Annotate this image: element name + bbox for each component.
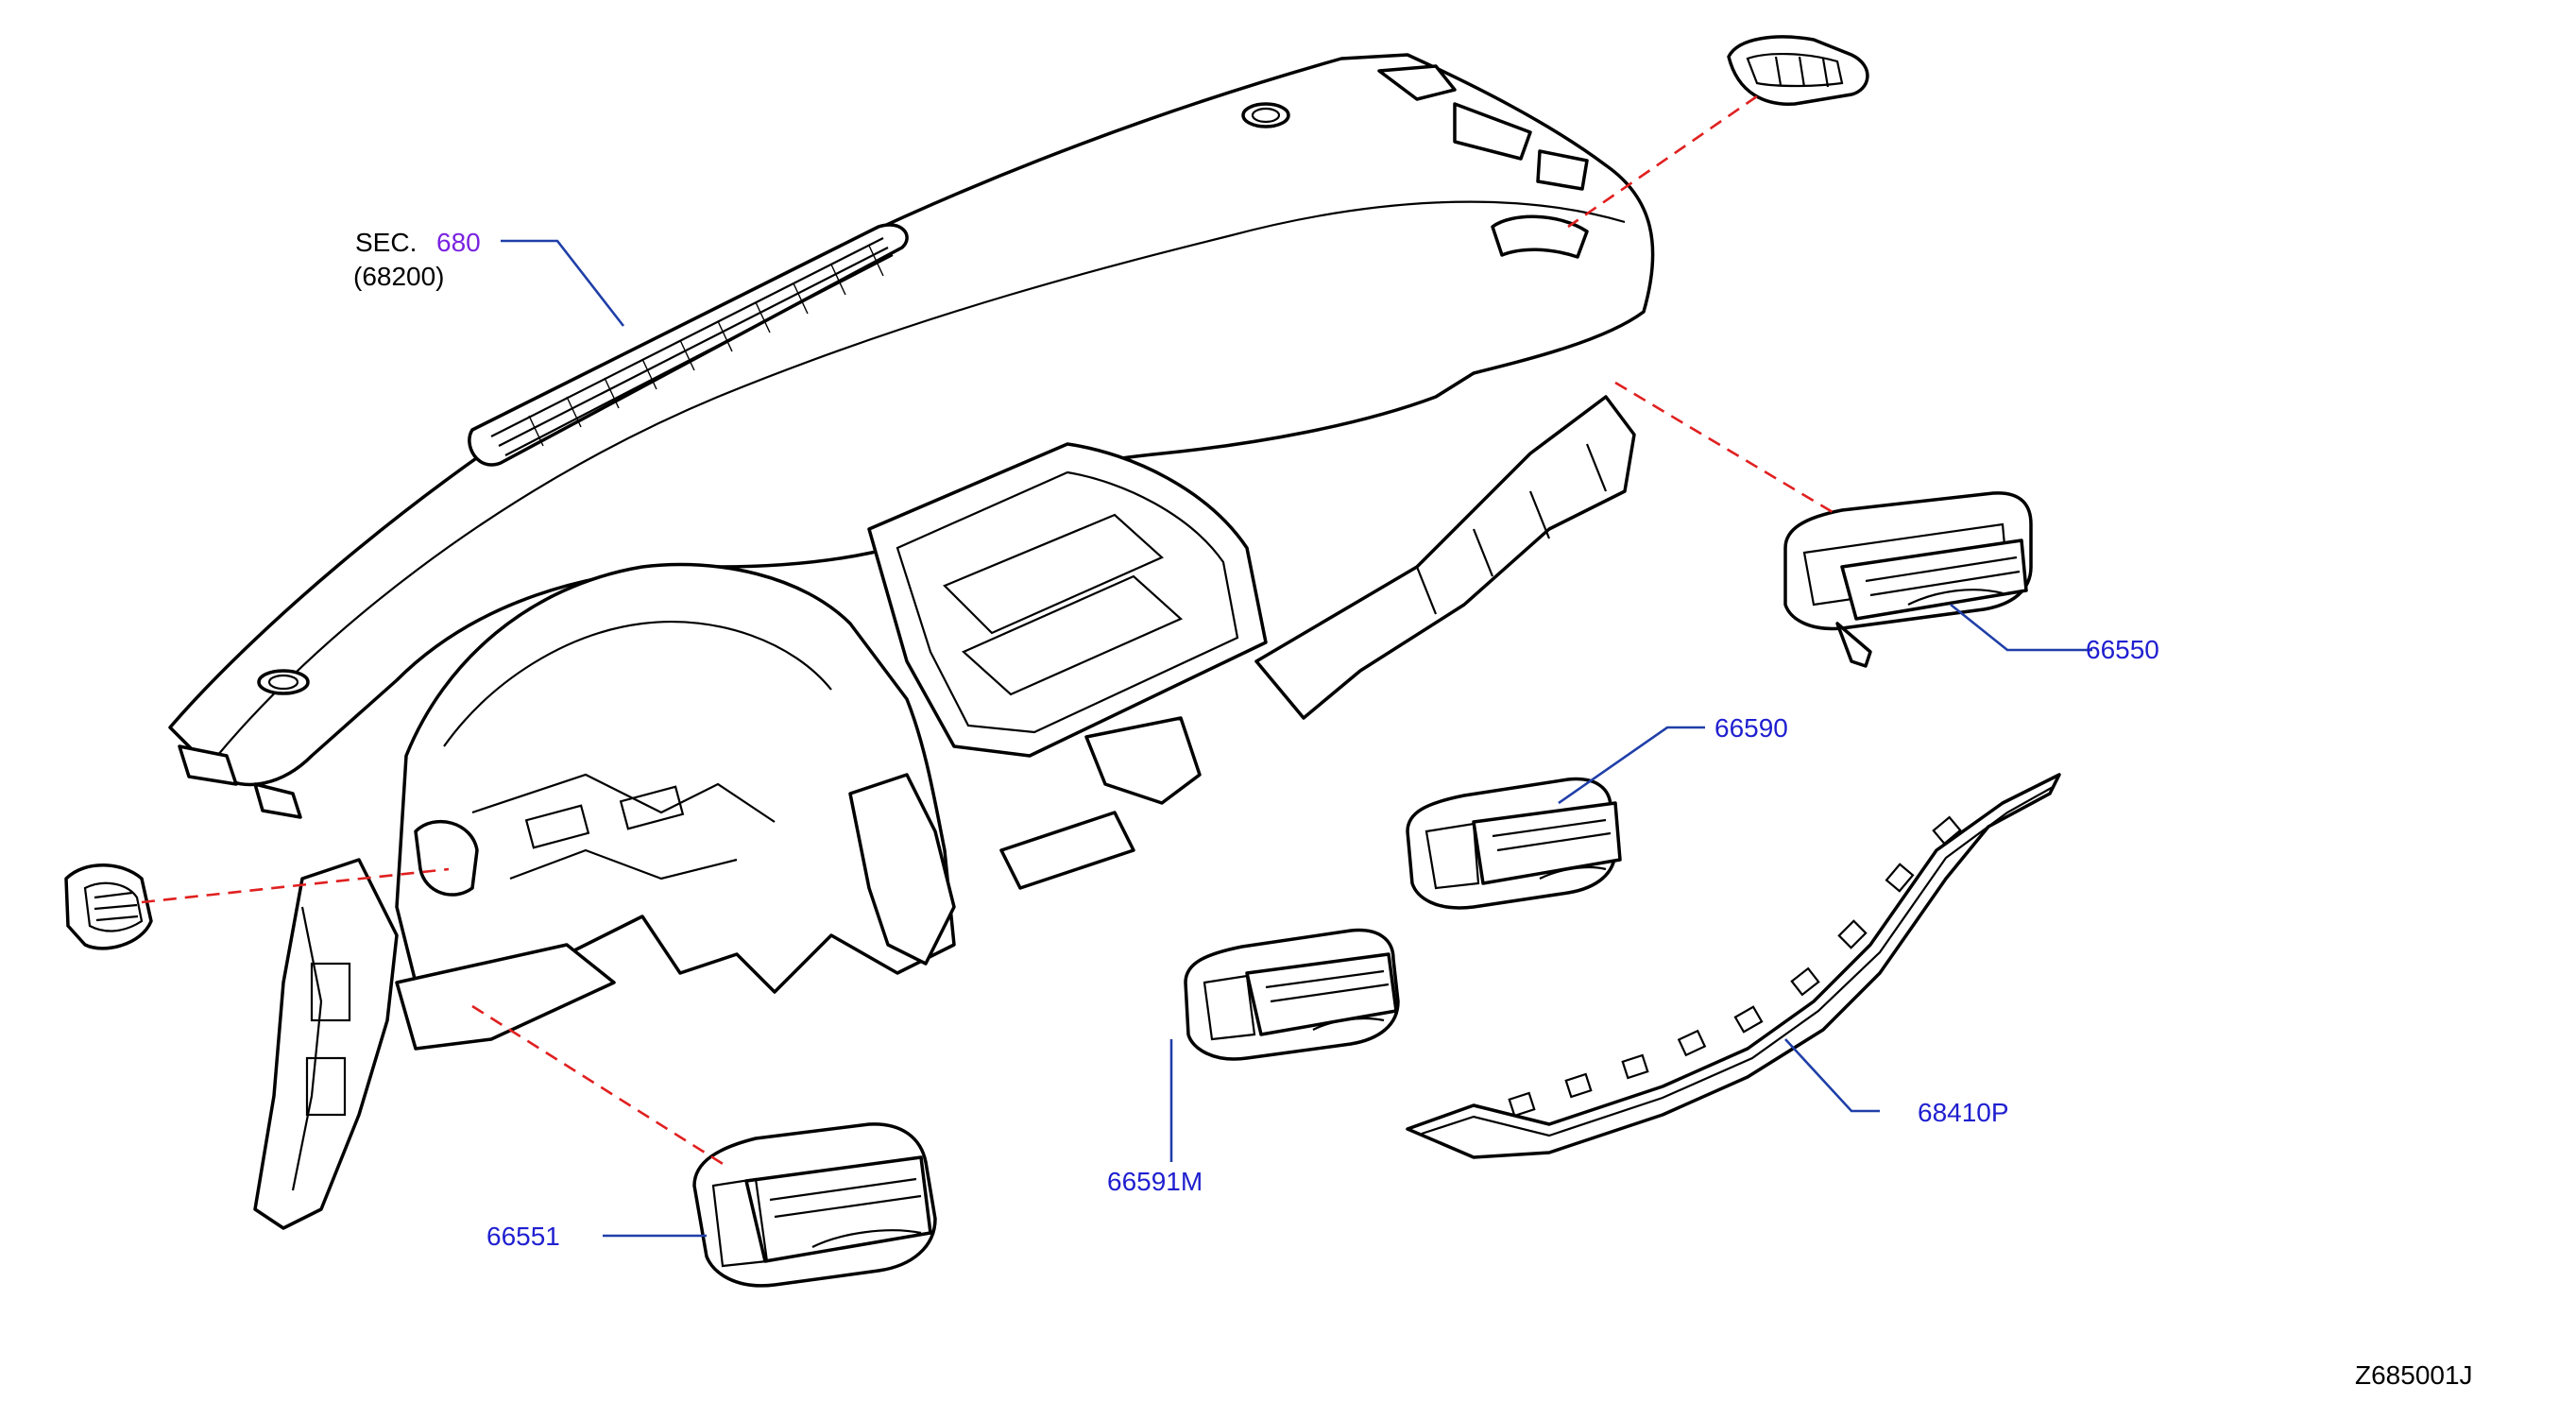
defroster-grille xyxy=(468,223,909,467)
side-vent-left xyxy=(64,863,153,950)
section-sub: (68200) xyxy=(353,262,445,291)
part-label-68410p[interactable]: 68410P xyxy=(1918,1098,2009,1127)
vent-66550-illustration xyxy=(1783,491,2033,668)
assembly-guides xyxy=(141,94,1838,1169)
vent-66591m-illustration xyxy=(1184,928,1400,1061)
finisher-68410p-illustration xyxy=(1406,773,2061,1159)
side-vent-right xyxy=(1727,35,1869,106)
leader-lines xyxy=(501,239,2092,1238)
part-label-66591m[interactable]: 66591M xyxy=(1107,1167,1203,1196)
section-reference[interactable]: SEC. 680 (68200) xyxy=(353,228,481,291)
part-label-66551[interactable]: 66551 xyxy=(486,1222,560,1251)
part-label-66550[interactable]: 66550 xyxy=(2086,635,2159,664)
vent-66590-illustration xyxy=(1406,777,1622,910)
section-number-link[interactable]: 680 xyxy=(436,228,481,257)
center-display-opening xyxy=(867,442,1268,758)
instrument-panel-illustration xyxy=(168,53,1655,1230)
drawing-code: Z685001J xyxy=(2355,1360,2473,1390)
section-prefix: SEC. xyxy=(355,228,417,257)
part-label-66590[interactable]: 66590 xyxy=(1714,713,1788,743)
vent-66551-illustration xyxy=(692,1122,937,1288)
